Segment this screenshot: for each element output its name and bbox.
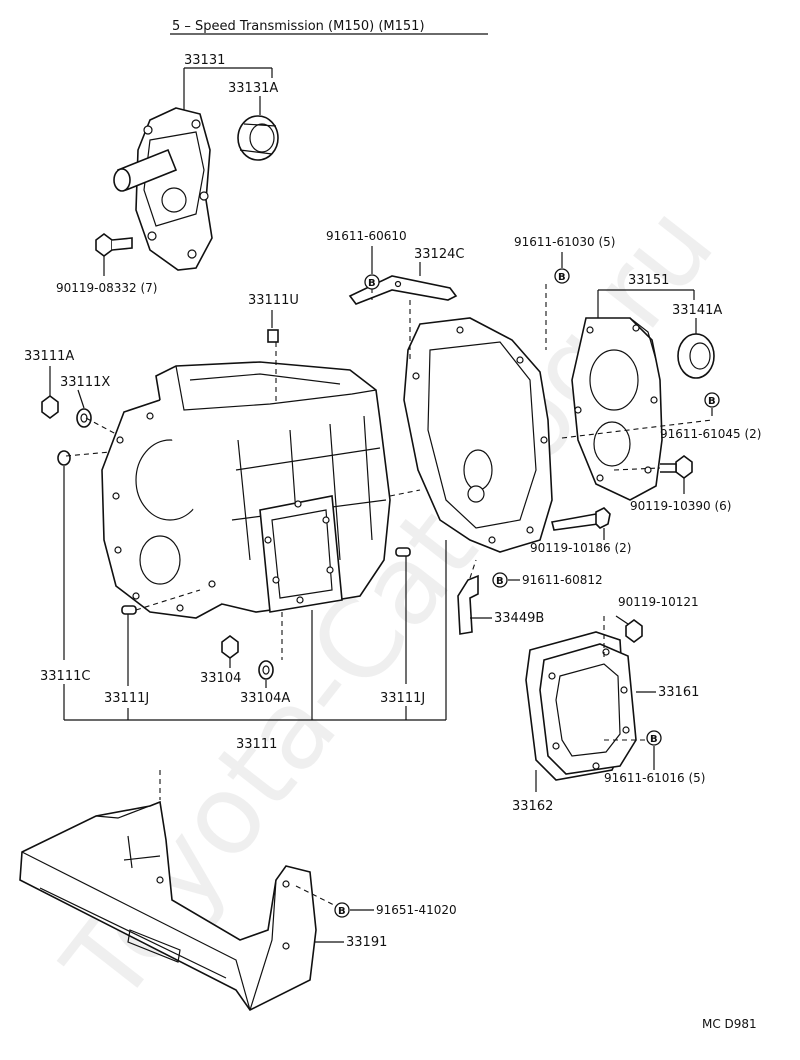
label-91611-61045: 91611-61045 (2) xyxy=(660,427,762,441)
label-33131A: 33131A xyxy=(228,81,278,96)
label-33111U: 33111U xyxy=(248,293,299,308)
label-91611-61030: 91611-61030 (5) xyxy=(514,235,616,249)
label-33104: 33104 xyxy=(200,671,241,686)
part-intermediate-plate xyxy=(403,317,553,553)
label-33111A: 33111A xyxy=(24,349,74,364)
label-33162: 33162 xyxy=(512,799,553,814)
part-33104A-washer xyxy=(258,660,274,680)
part-33111X-gasket xyxy=(76,408,92,428)
label-91651-41020: 91651-41020 xyxy=(376,903,457,917)
bolt-marker-text: B xyxy=(708,396,716,407)
part-cover-33191 xyxy=(19,800,317,1012)
label-91611-60812: 91611-60812 xyxy=(522,573,603,587)
part-bracket-33124C xyxy=(348,275,458,305)
part-bolt-90119-10121 xyxy=(625,619,643,643)
bolt-marker-text: B xyxy=(496,576,504,587)
label-33131: 33131 xyxy=(184,53,225,68)
bolt-marker-text: B xyxy=(558,272,566,283)
part-cover-33161 xyxy=(539,643,637,775)
diagram-title: 5 – Speed Transmission (M150) (M151) xyxy=(172,19,425,34)
part-transmission-case xyxy=(101,361,391,619)
label-33111C: 33111C xyxy=(40,669,90,684)
label-90119-08332: 90119-08332 (7) xyxy=(56,281,158,295)
part-bolt-90119-10390 xyxy=(660,455,693,479)
bolt-marker xyxy=(704,392,720,408)
label-33111J-left: 33111J xyxy=(104,691,149,706)
label-33191: 33191 xyxy=(346,935,387,950)
label-33111: 33111 xyxy=(236,737,277,752)
label-33111X: 33111X xyxy=(60,375,110,390)
label-91611-60610: 91611-60610 xyxy=(326,229,407,243)
label-90119-10390: 90119-10390 (6) xyxy=(630,499,732,513)
bolt-marker-text: B xyxy=(338,906,346,917)
part-33104-nut xyxy=(221,635,239,659)
bolt-marker-text: B xyxy=(650,734,658,745)
bolt-marker xyxy=(554,268,570,284)
label-91611-61016: 91611-61016 (5) xyxy=(604,771,706,785)
bolt-marker xyxy=(646,730,662,746)
label-33449B: 33449B xyxy=(494,611,544,626)
part-oil-seal-33141A xyxy=(677,333,715,379)
bolt-marker xyxy=(364,274,380,290)
part-33111J-pin-left xyxy=(121,605,137,615)
label-33151: 33151 xyxy=(628,273,669,288)
bolt-marker xyxy=(334,902,350,918)
part-oil-seal-33131A xyxy=(237,115,279,161)
part-bracket-33449B xyxy=(457,574,479,635)
label-90119-10186: 90119-10186 (2) xyxy=(530,541,632,555)
bolt-marker xyxy=(492,572,508,588)
part-rear-housing-33151 xyxy=(571,317,663,501)
part-33111J-pin-right xyxy=(395,547,411,557)
label-33141A: 33141A xyxy=(672,303,722,318)
label-33161: 33161 xyxy=(658,685,699,700)
label-33104A: 33104A xyxy=(240,691,290,706)
part-33111A-plug xyxy=(41,395,59,419)
label-90119-10121: 90119-10121 xyxy=(618,595,699,609)
part-extension-housing xyxy=(113,107,213,271)
part-33111C-pin xyxy=(57,450,71,466)
bolt-marker-text: B xyxy=(368,278,376,289)
part-bolt-90119-10186 xyxy=(551,507,611,531)
label-33111J-right: 33111J xyxy=(380,691,425,706)
figure-code: MC D981 xyxy=(702,1017,757,1031)
label-33124C: 33124C xyxy=(414,247,464,262)
part-33111U-plug xyxy=(267,329,279,343)
part-bolt-90119-08332 xyxy=(95,233,133,257)
